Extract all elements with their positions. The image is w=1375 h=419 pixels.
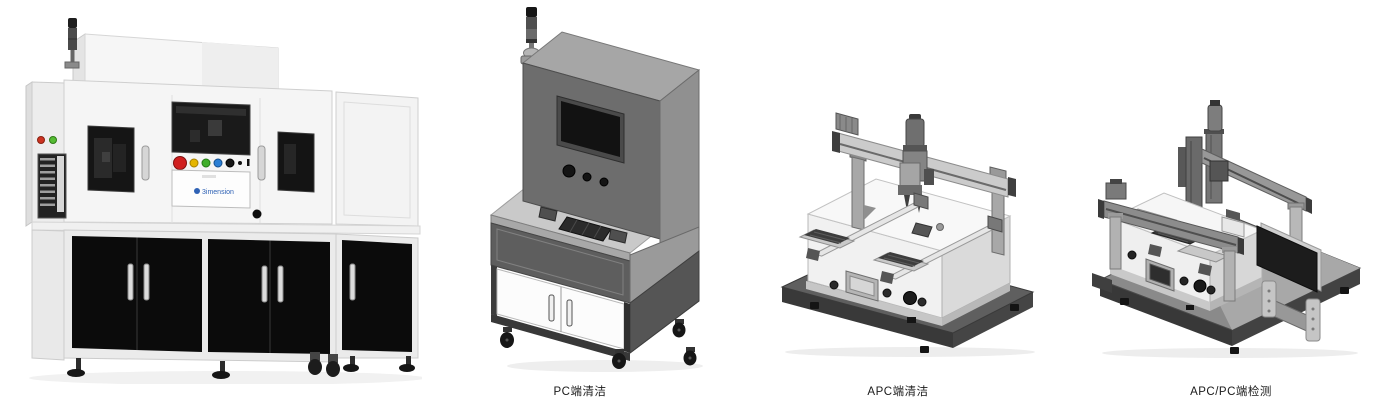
machine-1-feet-and-casters [67,352,415,379]
panel-button-large [1193,279,1207,293]
machine-3-right-slide-rail [872,215,1003,284]
machine-1-center-window [171,101,251,156]
brand-logo-text: 3imension [202,189,234,196]
machine-4-front-panel [1127,250,1216,310]
machine-2-fixtures [538,206,628,244]
machine-figure-4 [1090,95,1375,365]
machine-2-casters [500,319,697,369]
monitor-screen [1256,225,1318,293]
machine-figure-1: 3imension [12,12,422,384]
door-handle [277,265,284,303]
machine-2-control-knobs [562,164,609,187]
emergency-stop-button [173,156,187,170]
black-glass-door-right [342,240,412,352]
machine-1-logo-plate: 3imension [171,169,251,209]
camera-block [924,169,934,185]
panel-button [917,297,927,307]
machine-2-shadow [507,360,703,372]
machine-3-illustration [780,112,1035,357]
beam-motor [1105,182,1127,200]
panel-button [882,288,892,298]
machine-1-door-handle-right [257,145,266,181]
black-glass-doors-center [208,239,330,354]
machine-1-port-hole [252,209,262,219]
gantry-post [1109,216,1122,270]
machine-2-illustration [489,7,703,372]
panel-button [829,280,839,290]
blue-button [213,158,223,168]
machine-4-left-gantry-beam [1098,179,1244,302]
door-handle [127,263,134,301]
gantry-post [1223,250,1236,302]
machine-1-tray-elevator-opening [37,153,67,219]
door-handle [349,263,356,301]
caption-apc-end-cleaning: APC端清洁 [867,386,929,398]
machine-2-mid-panel [490,214,631,304]
machine-3-shadow [785,347,1035,357]
yellow-button [189,158,199,168]
monitor-bracket [1261,280,1277,318]
machine-4-rear-towers [1178,100,1224,208]
nozzle [904,195,910,211]
machine-1-left-indicator-leds [37,136,57,144]
machine-1-control-buttons [173,156,250,170]
black-button [225,158,235,168]
x-axis-motor [835,112,859,136]
machine-3-table-fixture [911,222,944,238]
brand-logo-icon [194,188,200,194]
machine-figure-3 [770,105,1070,360]
machine-4-monitor [1256,222,1322,342]
cabinet-door-handle [548,294,555,322]
door-handle [143,263,150,301]
machine-1-door-handle-left [141,145,150,181]
small-button [238,161,242,165]
z-axis-motor [905,118,925,148]
door-handle [261,265,268,303]
machine-3-front-panel [829,270,927,323]
panel-display-screen [849,275,875,297]
machine-figure-2 [483,3,728,375]
cabinet-door-handle [566,299,573,327]
machine-1-signal-tower [64,18,80,69]
panel-button [1179,276,1189,286]
caption-apc-pc-end-inspection: APC/PC端检测 [1190,386,1272,398]
caption-pc-end-cleaning: PC端清洁 [553,386,607,398]
power-inlet [907,317,916,323]
machine-2-base-cabinet [491,265,630,361]
machine-3-left-slide-rail [798,192,929,261]
power-inlet [1186,305,1194,310]
rail-motor [913,192,929,210]
panel-button [1206,285,1216,295]
machine-1-right-window [277,131,315,193]
panel-display-screen [1149,263,1171,287]
machine-2-side-face [629,226,700,355]
machine-1-illustration: 3imension [25,18,422,384]
machine-1-left-window [87,125,135,193]
machine-4-illustration [1092,100,1362,358]
panel-button-large [903,291,917,305]
panel-button [1127,250,1137,260]
z-axis-motor [1207,104,1223,132]
machine-2-display-screen [556,95,625,164]
green-button [201,158,211,168]
rail-motor [987,215,1003,233]
key-switch [247,159,250,166]
beam-carriage [1209,160,1229,182]
machine-1-lower-cabinet [31,229,419,363]
